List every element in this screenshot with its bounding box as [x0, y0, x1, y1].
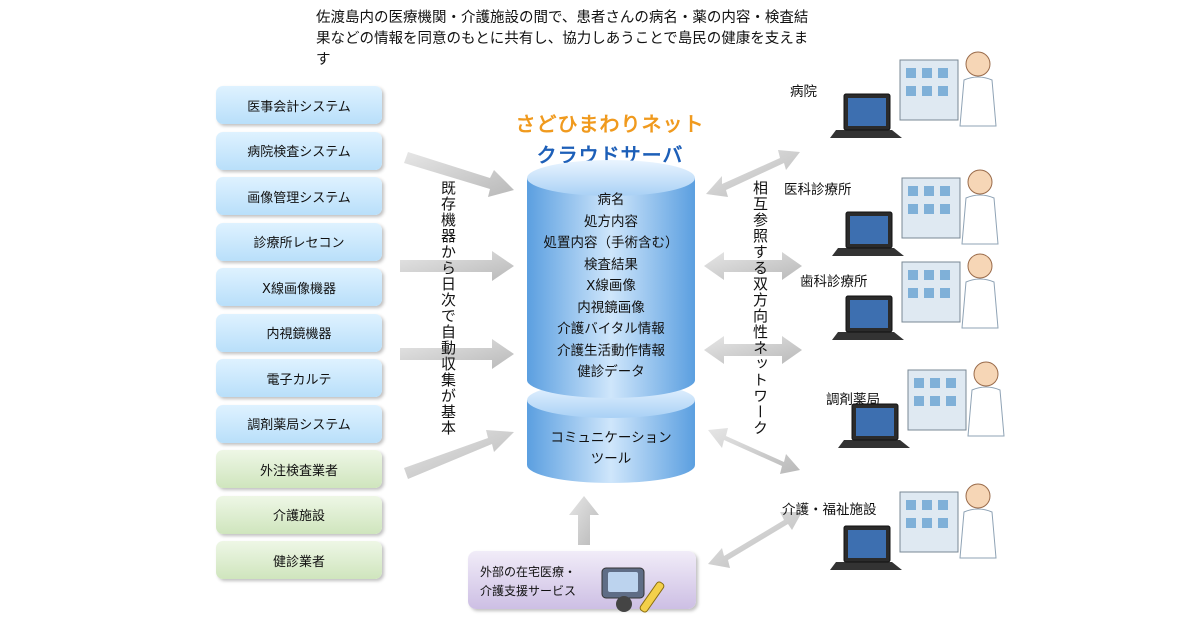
source-system-box: 診療所レセコン	[216, 222, 382, 261]
facility-label: 介護・福祉施設	[782, 502, 877, 518]
home-care-box	[468, 551, 696, 609]
source-system-box: 病院検査システム	[216, 131, 382, 170]
bidirectional-arrow	[708, 512, 802, 568]
source-system-box: 内視鏡機器	[216, 313, 382, 352]
facility-illustration	[832, 253, 999, 340]
cloud-server-cylinder	[527, 160, 695, 483]
building-icon	[901, 177, 961, 239]
laptop-icon	[830, 93, 902, 138]
facility-label: 病院	[790, 84, 817, 100]
source-system-box: 外注検査業者	[216, 450, 382, 488]
server-data-item: 介護生活動作情報	[557, 342, 665, 359]
server-data-item: 内視鏡画像	[577, 299, 645, 316]
laptop-icon	[832, 295, 904, 340]
staff-person-icon	[959, 483, 997, 559]
source-system-box: 医事会計システム	[216, 86, 382, 124]
inflow-arrow	[400, 339, 514, 369]
tool-line-2: ツール	[590, 451, 632, 467]
laptop-icon	[838, 403, 910, 448]
source-system-box: 介護施設	[216, 495, 382, 534]
source-system-box: X線画像機器	[216, 268, 382, 306]
left-flow-label: 既存機器から日次で自動収集が基本	[439, 180, 457, 436]
server-data-item: 病名	[597, 192, 625, 208]
inflow-arrow	[404, 152, 514, 197]
server-data-item: 処置内容（手術含む）	[543, 235, 679, 251]
inflow-arrow	[400, 251, 514, 281]
staff-person-icon	[961, 253, 999, 329]
staff-person-icon	[961, 169, 999, 245]
source-system-box: 健診業者	[216, 541, 382, 579]
bidirectional-arrow	[708, 428, 800, 474]
home-care-line-2: 介護支援サービス	[480, 584, 577, 598]
server-data-list: 病名処方内容処置内容（手術含む） 検査結果 X線画像内視鏡画像介護バイタル情報介護生…	[527, 190, 695, 384]
server-name: さどひまわりネット	[515, 112, 705, 136]
bidirectional-arrow	[704, 336, 802, 364]
source-system-box: 調剤薬局システム	[216, 404, 382, 443]
server-title: さどひまわりネット クラウドサーバ	[470, 108, 750, 168]
staff-person-icon	[967, 361, 1005, 437]
building-icon	[899, 59, 959, 121]
building-icon	[899, 491, 959, 553]
home-care-line-1: 外部の在宅医療・	[480, 565, 577, 579]
intro-text: 佐渡島内の医療機関・介護施設の間で、患者さんの病名・薬の内容・検査結果などの情報…	[316, 10, 809, 68]
server-data-item: 処方内容	[584, 213, 638, 230]
laptop-icon	[832, 211, 904, 256]
medical-device-icon	[601, 567, 665, 613]
facility-illustration	[830, 483, 997, 570]
facility-label: 歯科診療所	[800, 274, 868, 290]
server-data-item: X線画像	[586, 278, 636, 294]
facility-label: 医科診療所	[784, 182, 852, 198]
server-data-item: 健診データ	[577, 364, 645, 380]
facility-illustration	[830, 51, 997, 138]
upflow-arrow	[569, 496, 599, 545]
communication-tool-label: コミュニケーション ツール	[527, 428, 695, 470]
home-care-label: 外部の在宅医療・ 介護支援サービス	[480, 563, 576, 601]
inflow-arrow	[404, 430, 514, 479]
staff-person-icon	[959, 51, 997, 127]
building-icon	[907, 369, 967, 431]
source-system-box: 電子カルテ	[216, 359, 382, 397]
right-flow-label: 相互参照する双方向性ネットワーク	[751, 180, 769, 436]
source-systems-list: 医事会計システム病院検査システム画像管理システム診療所レセコン X線画像機器内視鏡…	[216, 86, 384, 587]
building-icon	[901, 261, 961, 323]
facility-illustration	[832, 169, 999, 256]
laptop-icon	[830, 525, 902, 570]
bidirectional-arrow	[706, 150, 800, 197]
source-system-box: 画像管理システム	[216, 177, 382, 215]
tool-line-1: コミュニケーション	[550, 430, 672, 446]
facility-illustration	[838, 361, 1005, 448]
server-data-item: 検査結果	[584, 256, 638, 273]
server-data-item: 介護バイタル情報	[557, 321, 665, 337]
bidirectional-arrow	[704, 252, 802, 280]
